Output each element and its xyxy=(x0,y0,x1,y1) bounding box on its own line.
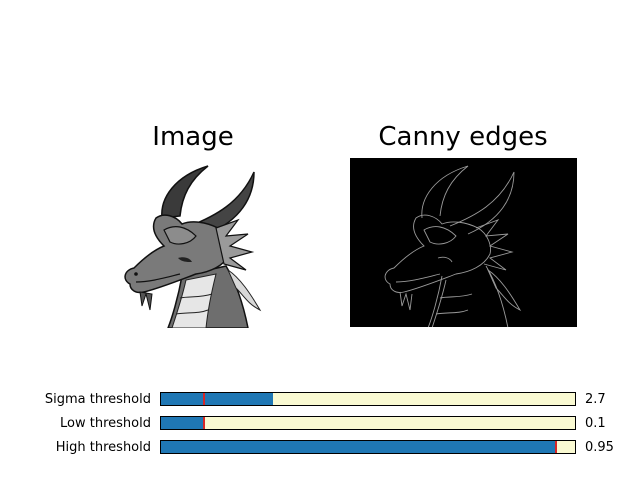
low-threshold-slider[interactable]: Low threshold 0.1 xyxy=(0,416,640,432)
sigma-threshold-track[interactable] xyxy=(160,392,576,406)
sigma-threshold-fill xyxy=(161,393,273,405)
image-panel-title: Image xyxy=(152,122,234,152)
dragon-image xyxy=(124,165,262,328)
low-threshold-initial-marker xyxy=(202,417,205,429)
low-threshold-fill xyxy=(161,417,204,429)
high-threshold-slider[interactable]: High threshold 0.95 xyxy=(0,440,640,456)
high-threshold-value: 0.95 xyxy=(585,440,614,455)
high-threshold-label: High threshold xyxy=(55,440,151,455)
low-threshold-track[interactable] xyxy=(160,416,576,430)
high-threshold-fill xyxy=(161,441,556,453)
high-threshold-track[interactable] xyxy=(160,440,576,454)
sigma-threshold-slider[interactable]: Sigma threshold 2.7 xyxy=(0,392,640,408)
low-threshold-value: 0.1 xyxy=(585,416,606,431)
sigma-threshold-value: 2.7 xyxy=(585,392,606,407)
edges-panel-title: Canny edges xyxy=(378,122,548,152)
sigma-threshold-initial-marker xyxy=(202,393,205,405)
high-threshold-initial-marker xyxy=(554,441,557,453)
low-threshold-label: Low threshold xyxy=(60,416,151,431)
canny-edges-image xyxy=(350,158,577,327)
sigma-threshold-label: Sigma threshold xyxy=(44,392,151,407)
